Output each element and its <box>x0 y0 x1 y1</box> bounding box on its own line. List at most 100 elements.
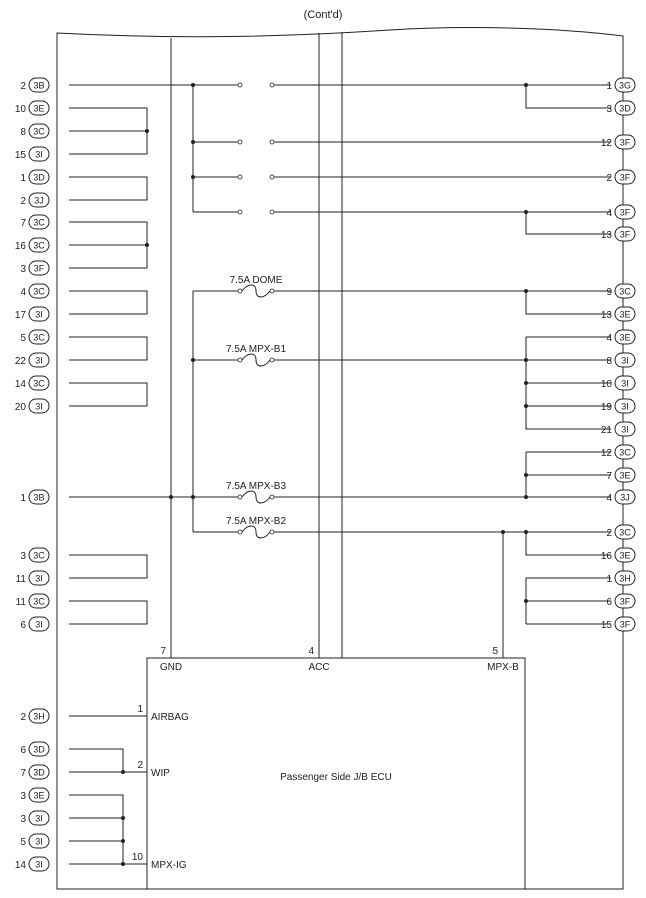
relay-contacts <box>69 82 611 215</box>
terminal-pin-number: 5 <box>20 333 26 344</box>
terminal-pin-number: 16 <box>15 241 27 252</box>
connector-badge <box>614 352 636 368</box>
connector-badge <box>28 283 50 299</box>
connector-code: 3E <box>33 791 44 801</box>
ecu-top-pin-number: 5 <box>492 646 498 657</box>
connector-badge <box>614 467 636 483</box>
connector-code: 3D <box>33 745 45 755</box>
connector-code: 3C <box>619 448 631 458</box>
terminal-pin-number: 16 <box>601 551 613 562</box>
terminal-pin-number: 3 <box>20 551 26 562</box>
connector-code: 3I <box>621 356 629 366</box>
connector-badge <box>28 547 50 563</box>
connector-code: 3F <box>620 230 631 240</box>
connector-badge <box>614 570 636 586</box>
connector-code: 3H <box>619 574 631 584</box>
left-terminal: 6 3D <box>20 741 50 757</box>
connector-code: 3C <box>619 528 631 538</box>
connector-badge <box>28 741 50 757</box>
terminal-pin-number: 3 <box>20 814 26 825</box>
terminal-pin-number: 8 <box>606 356 612 367</box>
connector-code: 3D <box>33 768 45 778</box>
connector-badge <box>28 260 50 276</box>
connector-badge <box>614 444 636 460</box>
connector-badge <box>614 77 636 93</box>
connector-code: 3F <box>620 173 631 183</box>
connector-code: 3I <box>35 837 43 847</box>
terminal-pin-number: 3 <box>606 104 612 115</box>
terminal-pin-number: 2 <box>20 196 26 207</box>
connector-badge <box>28 100 50 116</box>
connector-code: 3D <box>619 104 631 114</box>
connector-code: 3I <box>35 402 43 412</box>
connector-badge <box>28 375 50 391</box>
connector-code: 3B <box>33 81 44 91</box>
junction-block-outline <box>56 27 624 890</box>
fuse-labels: 7.5A DOME 7.5A MPX-B1 7.5A MPX-B3 7.5A M… <box>226 275 286 527</box>
terminal-pin-number: 19 <box>601 402 613 413</box>
connector-badge <box>28 77 50 93</box>
connector-badge <box>614 204 636 220</box>
connector-badge <box>614 306 636 322</box>
fuse-label: 7.5A DOME <box>230 275 283 286</box>
connector-code: 3I <box>621 425 629 435</box>
connector-badge <box>28 169 50 185</box>
fuse-mpx-b1-symbol <box>241 353 271 367</box>
terminal-pin-number: 13 <box>601 310 613 321</box>
connector-badge <box>28 787 50 803</box>
terminal-pin-number: 6 <box>20 620 26 631</box>
terminal-pin-number: 1 <box>20 173 26 184</box>
terminal-pin-number: 6 <box>606 597 612 608</box>
terminal-pin-number: 6 <box>20 745 26 756</box>
connector-badge <box>614 593 636 609</box>
connector-badge <box>614 616 636 632</box>
terminal-pin-number: 3 <box>20 791 26 802</box>
connector-badge <box>28 810 50 826</box>
terminal-pin-number: 1 <box>20 493 26 504</box>
connector-code: 3G <box>619 81 631 91</box>
connector-badge <box>614 547 636 563</box>
fuse-label: 7.5A MPX-B3 <box>226 481 286 492</box>
ecu-left-pin-label: MPX-IG <box>151 860 187 871</box>
connector-code: 3J <box>620 493 630 503</box>
header-text: (Cont'd) <box>304 9 343 21</box>
connector-badge <box>28 306 50 322</box>
connector-badge <box>28 214 50 230</box>
terminal-pin-number: 4 <box>20 287 26 298</box>
connector-badge <box>614 283 636 299</box>
connector-badge <box>28 237 50 253</box>
connector-code: 3I <box>35 620 43 630</box>
fuse-branches <box>69 288 611 535</box>
connector-code: 3I <box>621 402 629 412</box>
terminal-pin-number: 9 <box>606 287 612 298</box>
connector-badge <box>28 192 50 208</box>
terminal-pin-number: 2 <box>20 712 26 723</box>
connector-badge <box>614 226 636 242</box>
ecu-left-pin-label: AIRBAG <box>151 712 189 723</box>
connector-badge <box>614 100 636 116</box>
terminal-pin-number: 21 <box>601 425 613 436</box>
terminal-pin-number: 8 <box>20 127 26 138</box>
right-terminal: 8 3I <box>606 352 636 368</box>
connector-badge <box>28 398 50 414</box>
terminal-pin-number: 20 <box>15 402 27 413</box>
terminal-pin-number: 17 <box>15 310 27 321</box>
connector-badge <box>28 123 50 139</box>
connector-badge <box>614 398 636 414</box>
terminal-pin-number: 12 <box>601 138 613 149</box>
ecu-left-pin-label: WIP <box>151 768 170 779</box>
ecu-left-pin-number: 2 <box>137 760 143 771</box>
